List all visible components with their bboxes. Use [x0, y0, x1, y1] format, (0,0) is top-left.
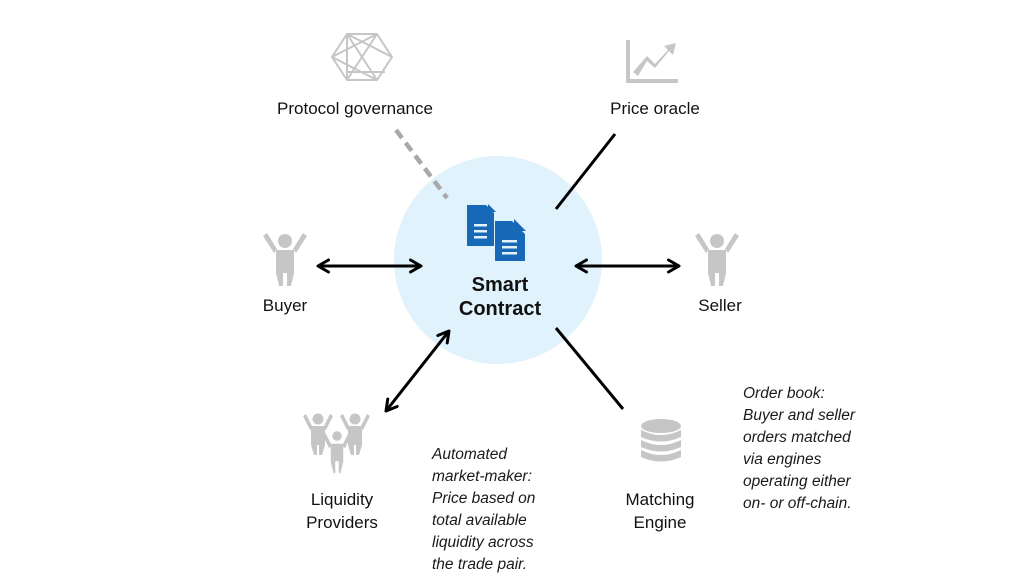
smart-contract-title-line1: Smart: [471, 274, 529, 296]
smart-contract-title-line2: Contract: [458, 298, 542, 320]
group-icon: [303, 413, 370, 475]
orderbook-note: Order book: Buyer and seller orders matc…: [743, 383, 855, 515]
orderbook-note-line: via engines: [743, 451, 822, 468]
matching-label: Matching Engine: [605, 488, 715, 534]
amm-note-line: the trade pair.: [432, 556, 528, 573]
database-icon: [641, 419, 681, 462]
hexagon-network-icon: [330, 33, 394, 81]
seller-label: Seller: [698, 296, 742, 315]
liquidity-label-line1: Liquidity: [310, 490, 374, 509]
amm-note-line: liquidity across: [432, 534, 534, 551]
matching-connector: [554, 327, 625, 410]
smart-contract-title: Smart Contract: [438, 273, 562, 321]
amm-note-line: Price based on: [432, 490, 536, 507]
liquidity-label-line2: Providers: [306, 513, 378, 532]
buyer-label: Buyer: [262, 296, 308, 315]
liquidity-arrow: [384, 329, 451, 413]
orderbook-note-line: on- or off-chain.: [743, 495, 852, 512]
liquidity-label: Liquidity Providers: [287, 488, 397, 534]
seller-person-icon: [695, 233, 739, 286]
amm-note-line: market-maker:: [432, 468, 532, 485]
oracle-label: Price oracle: [610, 99, 700, 118]
buyer-person-icon: [263, 233, 307, 286]
governance-connector: [394, 128, 449, 200]
orderbook-note-line: Buyer and seller: [743, 407, 856, 424]
documents-icon: [467, 204, 527, 262]
governance-label: Protocol governance: [277, 99, 433, 118]
orderbook-note-line: orders matched: [743, 429, 851, 446]
amm-note: Automated market-maker: Price based on t…: [432, 444, 535, 576]
trending-chart-icon: [626, 40, 678, 83]
amm-note-line: Automated: [432, 446, 507, 463]
orderbook-note-line: operating either: [743, 473, 851, 490]
amm-note-line: total available: [432, 512, 527, 529]
oracle-connector: [554, 133, 617, 210]
matching-label-line1: Matching: [625, 490, 695, 509]
orderbook-note-line: Order book:: [743, 385, 825, 402]
matching-label-line2: Engine: [633, 513, 687, 532]
